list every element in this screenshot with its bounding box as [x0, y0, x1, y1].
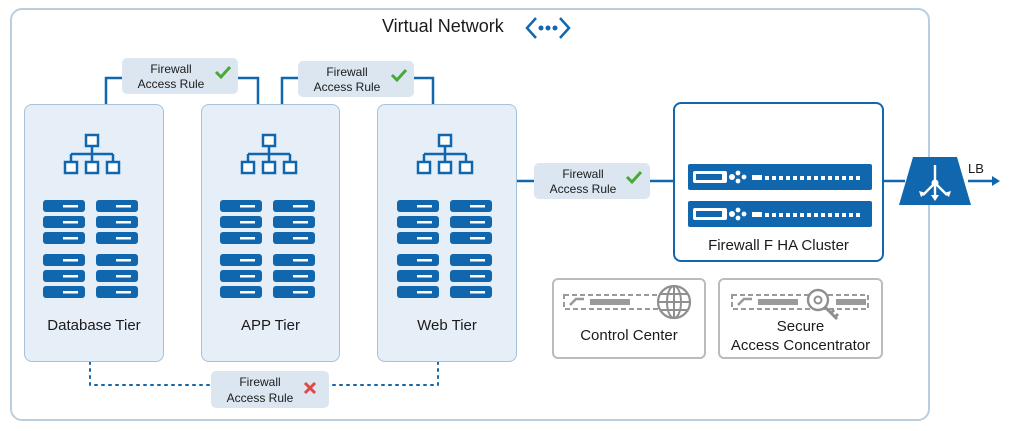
check-icon — [390, 68, 408, 83]
secure-access-concentrator-box[interactable]: Secure Access Concentrator — [718, 278, 883, 359]
server-unit-icon — [43, 270, 85, 282]
firewall-appliance-icon — [688, 164, 872, 190]
server-unit-icon — [397, 232, 439, 244]
database-tier-label: Database Tier — [47, 317, 141, 334]
server-unit-icon — [273, 270, 315, 282]
cross-icon — [303, 381, 317, 395]
globe-icon — [656, 284, 692, 320]
server-unit-icon — [43, 232, 85, 244]
server-unit-icon — [273, 286, 315, 298]
server-unit-icon — [96, 270, 138, 282]
control-center-label: Control Center — [580, 327, 678, 344]
load-balancer-icon[interactable] — [899, 157, 971, 205]
server-unit-icon — [397, 270, 439, 282]
firewall-appliance-icon — [688, 201, 872, 227]
lb-out-arrowhead — [992, 176, 1000, 186]
server-unit-icon — [96, 254, 138, 266]
server-unit-icon — [220, 286, 262, 298]
server-unit-icon — [397, 254, 439, 266]
server-unit-icon — [43, 254, 85, 266]
web-tier-label: Web Tier — [417, 317, 477, 334]
server-unit-icon — [273, 200, 315, 212]
network-tree-icon — [63, 133, 121, 175]
rule-text-line2: Access Rule — [549, 182, 617, 196]
server-unit-icon — [450, 200, 492, 212]
server-unit-icon — [397, 286, 439, 298]
server-unit-icon — [96, 286, 138, 298]
server-unit-icon — [450, 286, 492, 298]
server-unit-icon — [220, 200, 262, 212]
firewall-rule-web-cluster[interactable]: Firewall Access Rule — [534, 163, 650, 199]
server-unit-icon — [220, 232, 262, 244]
rule-text-line2: Access Rule — [137, 77, 205, 91]
virtual-network-title: Virtual Network — [382, 16, 504, 36]
app-tier-label: APP Tier — [241, 317, 300, 334]
server-unit-icon — [96, 216, 138, 228]
control-center-box[interactable]: Control Center — [552, 278, 706, 359]
firewall-cluster-label: Firewall F HA Cluster — [708, 237, 849, 254]
check-icon — [625, 170, 643, 185]
rule-text-line1: Firewall — [150, 62, 192, 76]
sac-appliance-icon — [731, 294, 869, 310]
network-tree-icon — [416, 133, 474, 175]
sac-label-line1: Secure — [776, 318, 825, 335]
server-unit-icon — [273, 254, 315, 266]
rule-text-line1: Firewall — [326, 65, 368, 79]
server-unit-icon — [273, 232, 315, 244]
rule-text-line1: Firewall — [562, 167, 604, 181]
firewall-rule-app-web[interactable]: Firewall Access Rule — [298, 61, 414, 97]
firewall-rule-db-web[interactable]: Firewall Access Rule — [211, 371, 329, 408]
server-unit-icon — [220, 270, 262, 282]
rule-text-line2: Access Rule — [226, 391, 294, 405]
server-unit-icon — [96, 200, 138, 212]
server-unit-icon — [43, 200, 85, 212]
virtual-network-icon — [525, 17, 571, 39]
server-unit-icon — [96, 232, 138, 244]
server-unit-icon — [450, 254, 492, 266]
server-unit-icon — [220, 216, 262, 228]
rule-text-line2: Access Rule — [313, 80, 381, 94]
network-tree-icon — [240, 133, 298, 175]
server-unit-icon — [450, 216, 492, 228]
rule-text-line1: Firewall — [239, 375, 281, 389]
server-unit-icon — [273, 216, 315, 228]
server-unit-icon — [43, 286, 85, 298]
check-icon — [214, 65, 232, 80]
key-icon — [806, 288, 840, 321]
server-unit-icon — [43, 216, 85, 228]
server-unit-icon — [220, 254, 262, 266]
server-unit-icon — [450, 270, 492, 282]
sac-label-line2: Access Concentrator — [730, 337, 871, 354]
virtual-network-boundary — [10, 8, 930, 421]
firewall-rule-db-app[interactable]: Firewall Access Rule — [122, 58, 238, 94]
server-unit-icon — [397, 200, 439, 212]
lb-label: LB — [968, 161, 984, 176]
server-unit-icon — [450, 232, 492, 244]
server-unit-icon — [397, 216, 439, 228]
